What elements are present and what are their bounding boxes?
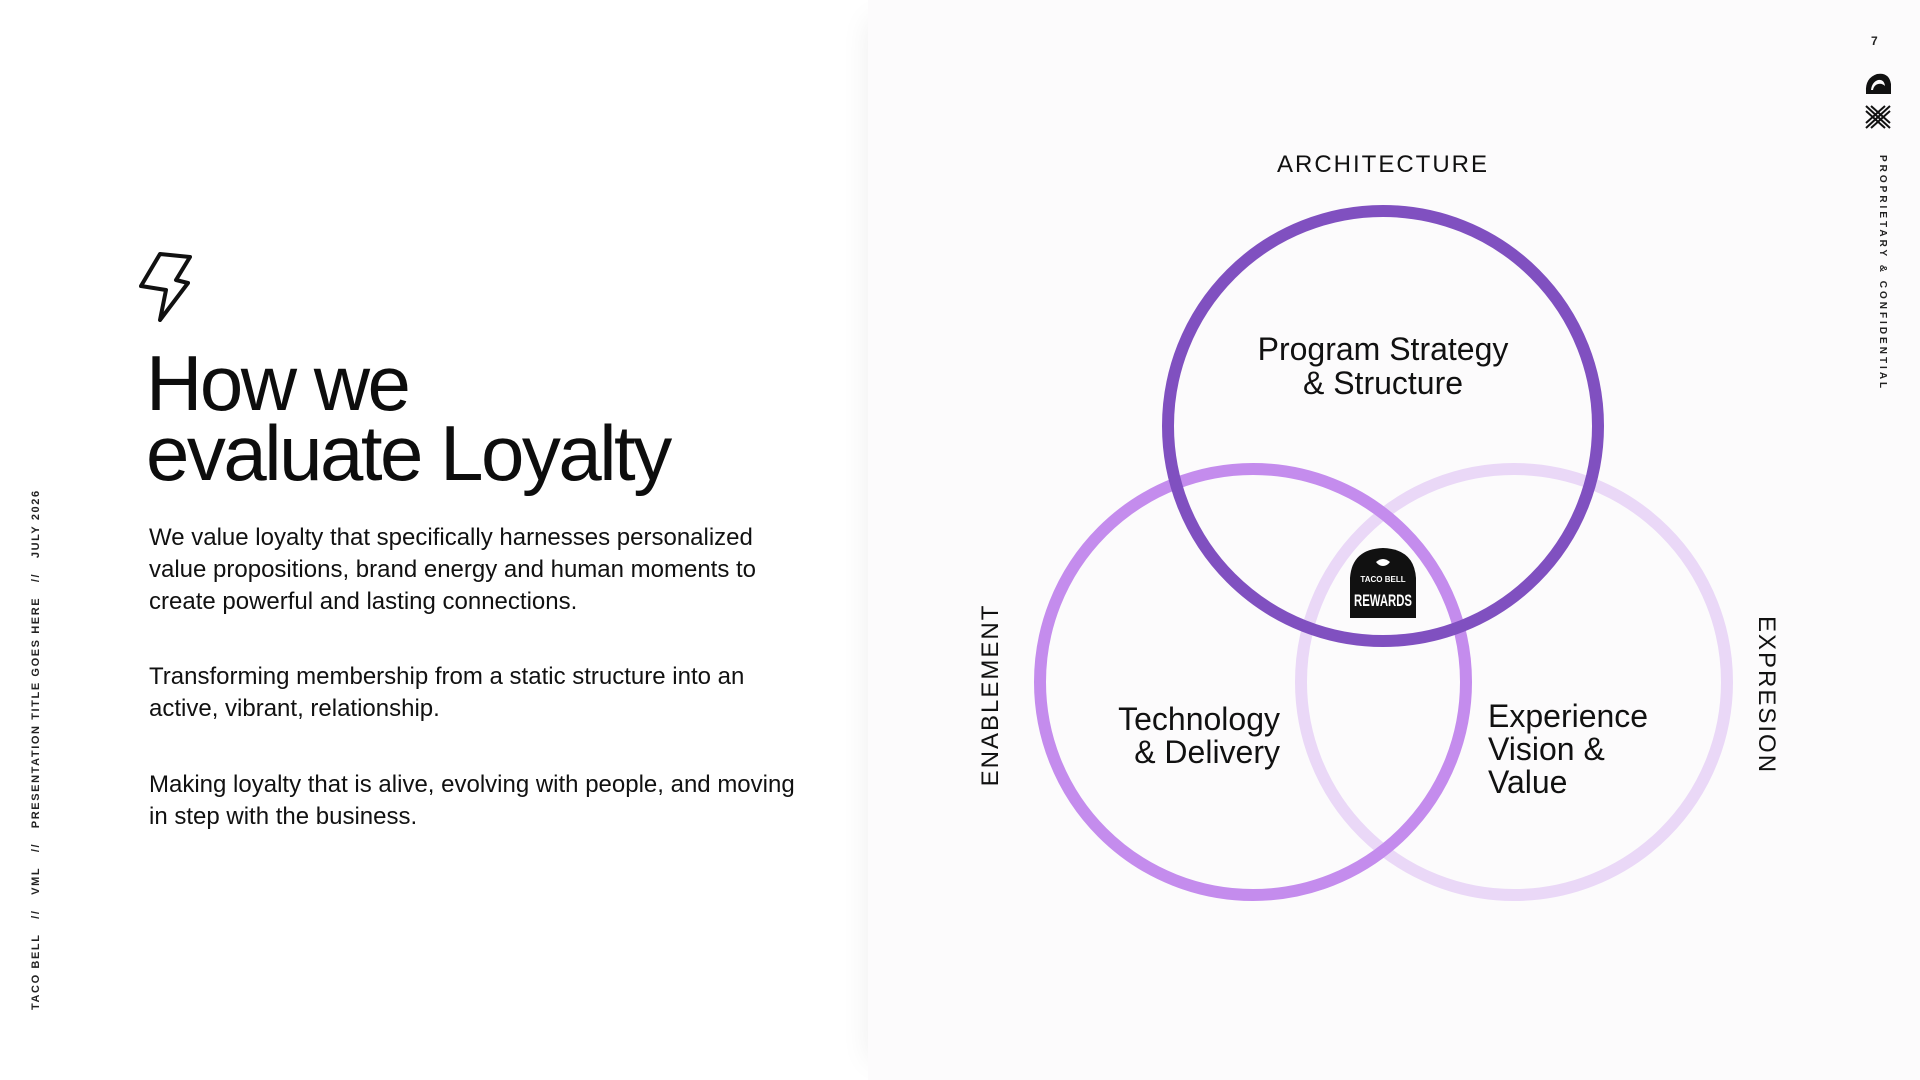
technology-line-1: Technology: [1118, 701, 1280, 737]
page-title: How we evaluate Loyalty: [146, 339, 672, 497]
lightning-bolt-icon: [139, 252, 192, 322]
circle-program-strategy: [1162, 205, 1604, 647]
diagram-panel: [868, 0, 1920, 1080]
program-strategy-line-2: & Structure: [1303, 365, 1463, 401]
vml-x-logo-icon: [1865, 105, 1891, 129]
title-line-2: evaluate Loyalty: [146, 409, 672, 497]
circle-technology: [1034, 463, 1472, 901]
circle-experience: [1295, 463, 1733, 901]
program-strategy-line-1: Program Strategy: [1258, 331, 1509, 367]
badge-small-text: TACO BELL: [1360, 575, 1405, 584]
taco-bell-logo-icon: [1865, 73, 1891, 94]
alive-paragraph: Making loyalty that is alive, evolving w…: [149, 771, 795, 830]
intro-paragraph: We value loyalty that specifically harne…: [149, 524, 757, 615]
experience-line-1: Experience: [1488, 698, 1648, 734]
taco-bell-rewards-badge: TACO BELL REWARDS: [1350, 548, 1416, 618]
technology-line-2: & Delivery: [1134, 734, 1280, 770]
title-line-1: How we: [146, 339, 411, 427]
label-expression: EXPRESION: [1753, 616, 1780, 774]
experience-line-3: Value: [1488, 764, 1567, 800]
label-enablement: ENABLEMENT: [977, 604, 1004, 787]
page-number: 7: [1871, 34, 1878, 48]
experience-line-2: Vision &: [1488, 731, 1605, 767]
membership-paragraph: Transforming membership from a static st…: [149, 663, 745, 722]
badge-big-text: REWARDS: [1354, 591, 1412, 610]
label-architecture: ARCHITECTURE: [1277, 151, 1489, 178]
